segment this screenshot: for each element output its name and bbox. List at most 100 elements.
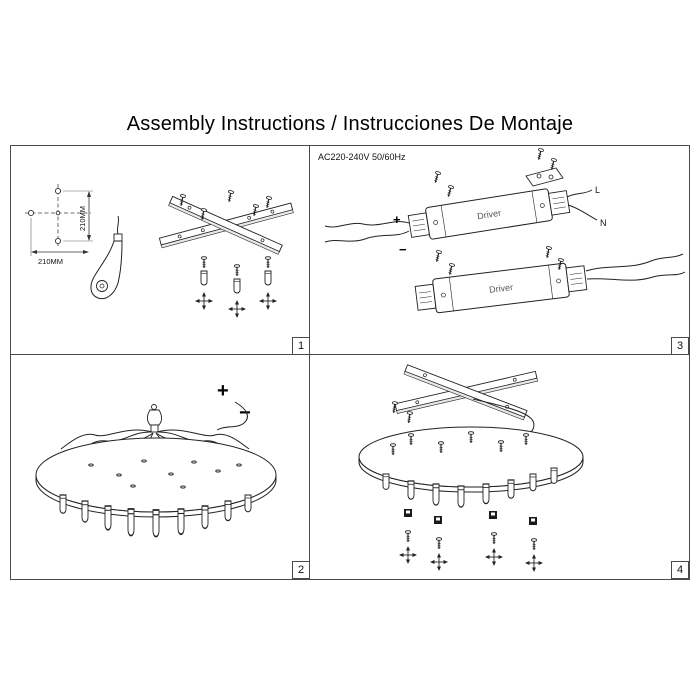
nut-icon: [529, 517, 537, 525]
page-title: Assembly Instructions / Instrucciones De…: [126, 113, 574, 135]
polarity-minus-label: −: [239, 402, 251, 424]
panel-4-number-label: 4: [676, 564, 684, 576]
pendant-rod: [457, 485, 465, 508]
screw-icon: [445, 184, 455, 198]
pendant-head: [90, 215, 123, 300]
panel-2-number: 2: [292, 561, 310, 579]
pendant-rod: [59, 494, 67, 514]
nut-icon: [404, 509, 412, 517]
tighten-arrows: [398, 545, 544, 573]
led-driver-1: Driver: [407, 188, 571, 240]
dimension-label-vertical: 210MM: [78, 206, 87, 231]
screw-icon: [225, 189, 235, 203]
clip-screws: [535, 147, 558, 171]
canopy-plate: [35, 437, 277, 518]
screw-icon: [432, 170, 442, 184]
pendant-rod: [224, 500, 232, 522]
direction-arrows-icon: [524, 553, 544, 573]
pendant-rod: [104, 505, 112, 531]
screw-icon: [263, 195, 273, 209]
vertical-dimension: 210MM: [63, 190, 93, 242]
screw-icon: [405, 410, 414, 424]
screw-icon: [404, 530, 412, 543]
panel-1-diagram: 210MM 210MM: [25, 184, 294, 319]
polarity-minus-label: −: [399, 242, 407, 257]
screw-icon: [530, 538, 538, 551]
feed-wire: [216, 401, 248, 431]
screw-icon: [433, 249, 443, 263]
panel-3-diagram: AC220-240V 50/60Hz + − Driver L: [318, 147, 686, 314]
pendant-rod: [233, 278, 241, 294]
mounting-hole-layout: [25, 184, 91, 246]
pendant-rod: [264, 270, 272, 286]
pendant-rod: [152, 509, 160, 538]
nut-icon: [489, 511, 497, 519]
mains-wires: [566, 189, 598, 221]
screw-head-icon: [88, 463, 94, 467]
cross-mounting-bracket: [394, 364, 538, 421]
pendant-rod: [81, 500, 89, 523]
pendant-rod: [200, 270, 208, 286]
screw-icon: [543, 245, 553, 259]
pendant-rod: [407, 480, 415, 500]
pendant-rod: [507, 479, 515, 499]
screw-icon: [490, 532, 498, 545]
pendant-fastener-set: [194, 256, 278, 319]
pendant-rod: [550, 467, 558, 484]
pendant-rod: [432, 483, 440, 506]
pendant-rod: [177, 508, 185, 536]
screw-icon: [200, 256, 208, 269]
direction-arrows-icon: [398, 545, 418, 565]
screw-head-icon: [116, 473, 122, 477]
panel-3-number: 3: [671, 337, 689, 355]
direction-arrows-icon: [484, 547, 504, 567]
grid-divider-horizontal: [10, 354, 690, 355]
direction-arrows-icon: [429, 552, 449, 572]
screw-icon: [535, 147, 545, 161]
neutral-label: N: [600, 218, 607, 228]
pendant-rod: [244, 494, 252, 513]
screw-icon: [233, 264, 241, 277]
direction-arrows-icon: [227, 299, 247, 319]
screw-head-icon: [141, 459, 147, 463]
screw-icon: [264, 256, 272, 269]
pendant-rod: [529, 473, 537, 492]
screw-head-icon: [236, 463, 242, 467]
screw-head-icon: [168, 472, 174, 476]
panel-1-number-label: 1: [297, 340, 305, 352]
screw-head-icon: [215, 469, 221, 473]
screw-icon: [435, 537, 443, 550]
screw-head-icon: [130, 484, 136, 488]
polarity-plus-label: +: [217, 380, 229, 402]
horizontal-dimension: 210MM: [30, 218, 89, 266]
panel-4-diagram: [358, 364, 584, 573]
fastener-screws: [404, 530, 538, 551]
input-wires: [324, 221, 410, 243]
panel-1-number: 1: [292, 337, 310, 355]
grid-divider-vertical: [309, 145, 310, 580]
panel-2-number-label: 2: [297, 564, 305, 576]
panel-4-number: 4: [671, 561, 689, 579]
output-wires: [585, 253, 686, 281]
live-label: L: [595, 185, 600, 195]
central-hub: [146, 404, 163, 433]
screw-head-icon: [191, 460, 197, 464]
driver-mounting-clip: [525, 167, 564, 187]
direction-arrows-icon: [258, 291, 278, 311]
grid-border: [10, 145, 690, 580]
polarity-plus-label: +: [393, 212, 401, 227]
panel-2-diagram: + −: [35, 380, 277, 538]
pendant-rod: [482, 483, 490, 505]
led-driver-2: Driver: [414, 262, 588, 314]
screw-icon: [446, 262, 456, 276]
connector-nuts: [404, 509, 537, 525]
power-rating-label: AC220-240V 50/60Hz: [318, 152, 406, 162]
pendant-rod: [127, 508, 135, 537]
cross-mounting-bracket: [158, 195, 294, 255]
driver-2-label: Driver: [489, 282, 514, 295]
screw-head-icon: [180, 485, 186, 489]
pendant-rod: [201, 505, 209, 530]
driver-1-label: Driver: [476, 208, 501, 222]
dimension-label-horizontal: 210MM: [38, 257, 63, 266]
pendant-rod: [382, 473, 390, 490]
